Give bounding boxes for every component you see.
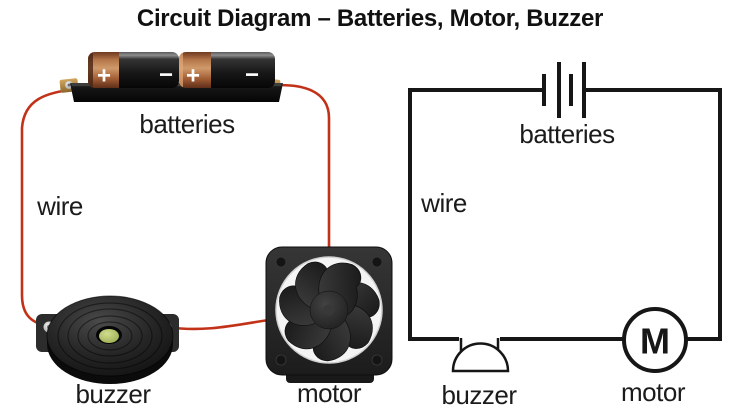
battery1-plus-sign: + bbox=[97, 63, 111, 90]
motor-fan-illustration bbox=[265, 246, 393, 383]
battery-cell-1 bbox=[88, 52, 179, 88]
motor-symbol-letter: M bbox=[640, 321, 670, 362]
buzzer-piezo-center bbox=[99, 329, 119, 343]
circuit-schematic: M bbox=[408, 62, 722, 373]
page-title: Circuit Diagram – Batteries, Motor, Buzz… bbox=[136, 5, 604, 32]
schematic-motor-label: motor bbox=[621, 377, 685, 407]
battery2-minus-sign: − bbox=[245, 62, 259, 89]
wire-battery-to-motor bbox=[263, 83, 331, 252]
buzzer-symbol bbox=[451, 338, 510, 373]
schematic-buzzer-label: buzzer bbox=[441, 380, 517, 410]
buzzer-illustration bbox=[36, 295, 179, 384]
illustration-buzzer-label: buzzer bbox=[75, 379, 151, 409]
schematic-wire-left-loop bbox=[408, 88, 543, 341]
buzzer-grooves bbox=[57, 302, 163, 370]
battery2-plus-sign: + bbox=[186, 63, 200, 90]
battery-symbol bbox=[542, 62, 586, 118]
illustration-motor-label: motor bbox=[297, 378, 361, 408]
illustration-wire-label: wire bbox=[37, 191, 83, 221]
wire-buzzer-to-motor bbox=[166, 317, 277, 331]
battery1-minus-sign: − bbox=[159, 62, 173, 89]
schematic-wire-right-loop bbox=[585, 88, 722, 341]
schematic-batteries-label: batteries bbox=[519, 119, 615, 149]
fan-hub-center bbox=[323, 304, 335, 316]
wire-battery-to-buzzer bbox=[20, 87, 80, 329]
battery-pack-illustration: + − + − bbox=[59, 52, 283, 102]
fan-blades bbox=[279, 261, 380, 362]
battery-cell-2 bbox=[179, 52, 275, 88]
fan-corner-screws bbox=[275, 256, 383, 366]
schematic-wire-label: wire bbox=[421, 188, 467, 218]
motor-symbol-circle bbox=[622, 307, 688, 373]
illustration-batteries-label: batteries bbox=[139, 109, 235, 139]
